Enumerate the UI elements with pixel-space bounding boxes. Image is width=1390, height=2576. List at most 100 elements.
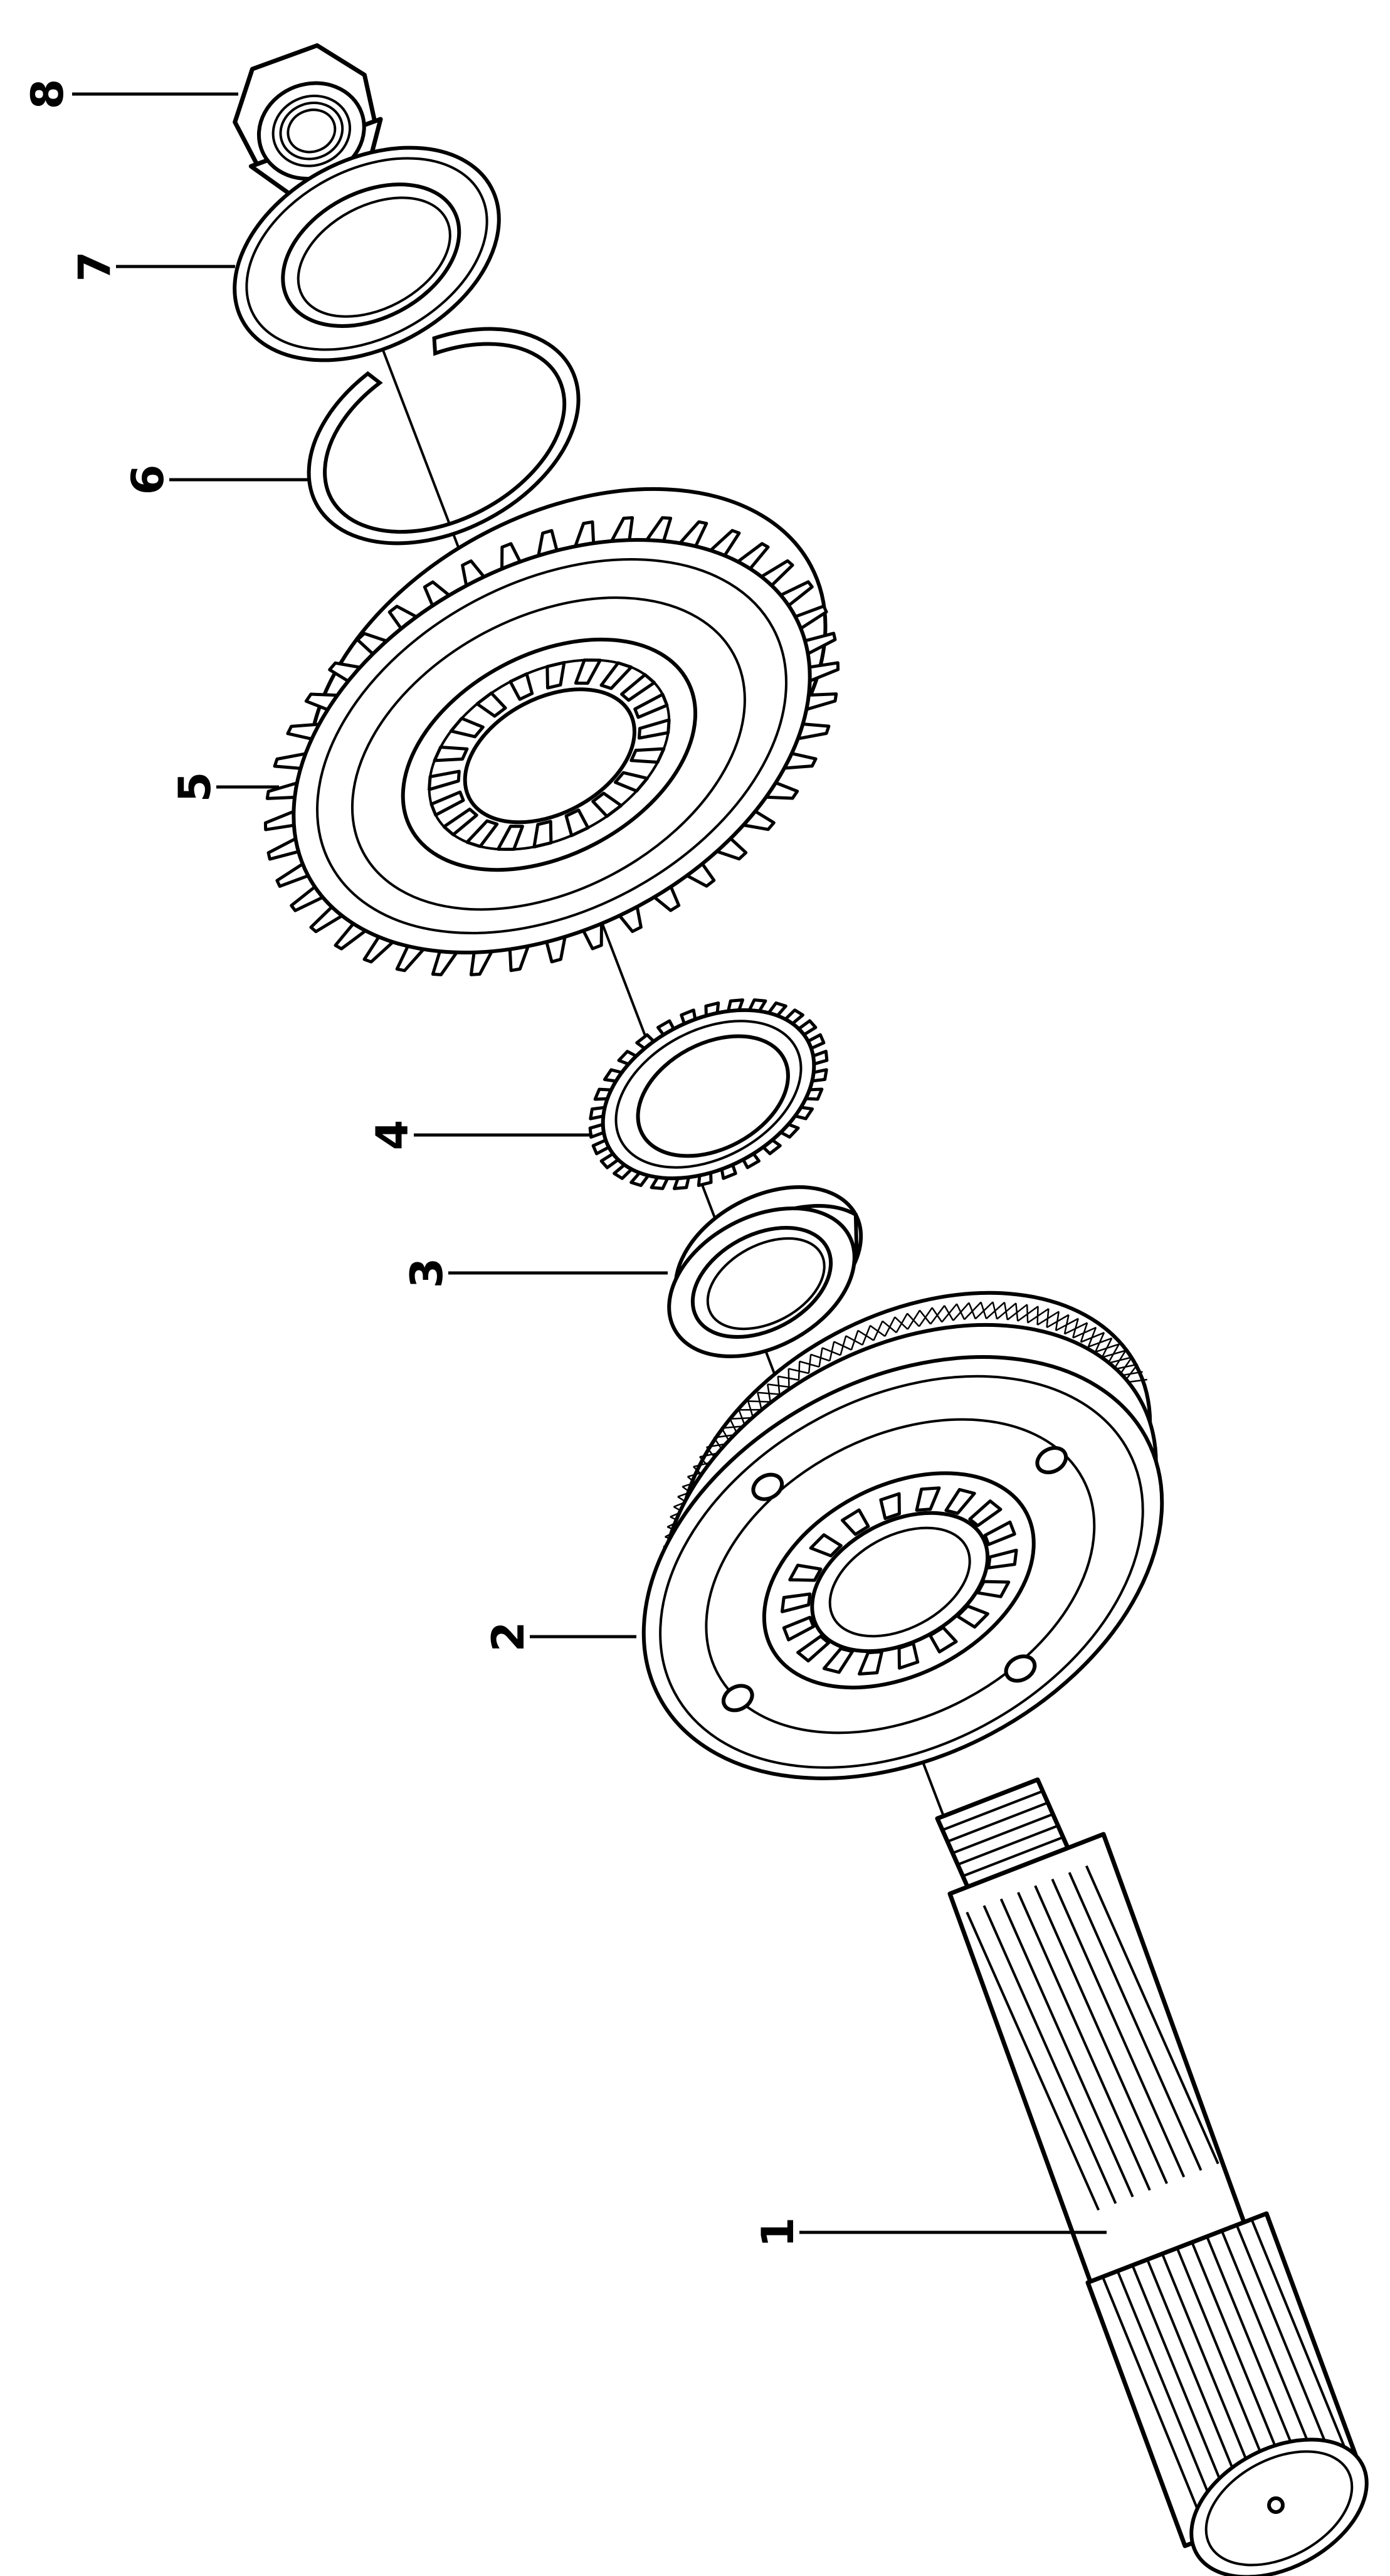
- knurl-line: [968, 1302, 976, 1319]
- end-spline-line: [1220, 2230, 1320, 2470]
- knurl-line: [894, 1316, 908, 1330]
- gear-spline: [574, 658, 602, 685]
- gear-spline: [449, 717, 485, 739]
- callout-number-2: 2: [483, 1622, 534, 1652]
- callout-5: 5: [169, 772, 279, 803]
- callout-number-8: 8: [22, 79, 73, 110]
- callout-3: 3: [401, 1258, 668, 1289]
- spline-groove: [1017, 1891, 1151, 2191]
- knurl-line: [1055, 1311, 1060, 1331]
- callout-number-5: 5: [169, 772, 221, 803]
- gear-spline: [637, 718, 671, 740]
- knurl-line: [1003, 1302, 1009, 1320]
- thread-line: [957, 1824, 1059, 1866]
- hub-internal-splines: [780, 1486, 1018, 1676]
- hub-spline: [879, 1492, 901, 1521]
- thread-line: [962, 1836, 1064, 1877]
- shaft-end-splines: [1101, 2219, 1351, 2516]
- callout-number-6: 6: [122, 465, 174, 495]
- end-spline-line: [1146, 2259, 1246, 2499]
- knurl-line: [1026, 1304, 1029, 1323]
- gear-spline: [532, 820, 553, 849]
- knurl-line: [931, 1307, 943, 1323]
- gear-spline: [591, 791, 623, 818]
- shaft-spline-grooves: [966, 1865, 1219, 2211]
- gear-spline: [465, 819, 499, 848]
- hub-spline: [915, 1486, 941, 1512]
- knurl-line: [1072, 1318, 1079, 1338]
- knurl-line: [1113, 1349, 1127, 1370]
- callout-number-7: 7: [69, 251, 120, 282]
- gear-spline: [496, 825, 524, 851]
- knurl-line: [1036, 1306, 1039, 1325]
- end-spline-line: [1235, 2224, 1335, 2464]
- thread-line: [942, 1790, 1043, 1832]
- gear-spline: [564, 808, 590, 837]
- end-spline-line: [1176, 2247, 1276, 2487]
- knurl-line: [739, 1408, 762, 1411]
- part-6-snap-ring: [307, 327, 581, 546]
- knurl-line: [1015, 1303, 1019, 1321]
- end-spline-line: [1250, 2219, 1351, 2458]
- callout-1: 1: [752, 2217, 1107, 2247]
- gear-spline: [620, 673, 656, 702]
- knurl-line: [1046, 1308, 1050, 1328]
- end-spline-line: [1131, 2264, 1231, 2505]
- knurl-line: [799, 1360, 819, 1368]
- hub-spline: [983, 1520, 1016, 1546]
- part-7-washer: [233, 145, 501, 362]
- end-spline-line: [1161, 2253, 1261, 2493]
- callout-6: 6: [122, 465, 310, 495]
- gear-spline: [475, 691, 507, 718]
- knurl-line: [1095, 1332, 1105, 1353]
- gear-spline: [508, 672, 534, 701]
- gear-spline: [633, 692, 669, 719]
- part-1-splined-shaft: [935, 1777, 1369, 2576]
- knurl-line: [810, 1353, 830, 1362]
- end-spline-line: [1191, 2242, 1291, 2481]
- knurl-line: [845, 1335, 863, 1346]
- gear-spline: [442, 807, 478, 837]
- hub-spline: [987, 1548, 1018, 1570]
- hub-spline: [968, 1499, 1003, 1528]
- gear-spline: [629, 747, 666, 764]
- callout-number-4: 4: [367, 1120, 418, 1151]
- knurl-line: [757, 1391, 780, 1395]
- knurl-line: [1107, 1343, 1120, 1364]
- part-2-synchro-hub: [641, 1291, 1164, 1780]
- gear-spline: [613, 771, 649, 793]
- hub-spline: [822, 1647, 855, 1674]
- knurl-line: [821, 1347, 841, 1356]
- hub-spline: [782, 1615, 815, 1642]
- spline-groove: [966, 1911, 1100, 2211]
- knurl-line: [992, 1301, 998, 1319]
- end-spline-line: [1116, 2270, 1216, 2510]
- knurl-line: [1101, 1338, 1113, 1358]
- knurl-line: [833, 1341, 852, 1351]
- knurl-line: [980, 1302, 987, 1319]
- knurl-line: [1063, 1314, 1070, 1334]
- thread-line: [947, 1801, 1048, 1843]
- thread-line: [937, 1778, 1038, 1820]
- callout-7: 7: [69, 251, 235, 282]
- end-spline-line: [1101, 2276, 1201, 2516]
- knurl-line: [956, 1303, 966, 1320]
- hub-spline: [780, 1592, 812, 1613]
- hub-spline: [809, 1533, 843, 1558]
- knurl-line: [777, 1375, 799, 1381]
- gear-spline: [545, 661, 566, 690]
- knurl-line: [907, 1312, 920, 1328]
- knurl-line: [882, 1320, 897, 1334]
- knurl-line: [730, 1417, 754, 1420]
- spline-groove: [1051, 1878, 1186, 2178]
- part-4-synchro-ring: [588, 998, 829, 1190]
- part-3-spacer: [667, 1185, 863, 1359]
- gear-spline: [428, 769, 461, 791]
- knurl-line: [857, 1329, 875, 1341]
- callout-4: 4: [367, 1120, 592, 1151]
- gear-internal-splines: [428, 658, 671, 851]
- hub-spline: [944, 1487, 976, 1515]
- spline-groove: [999, 1898, 1134, 2198]
- callout-number-3: 3: [401, 1258, 453, 1289]
